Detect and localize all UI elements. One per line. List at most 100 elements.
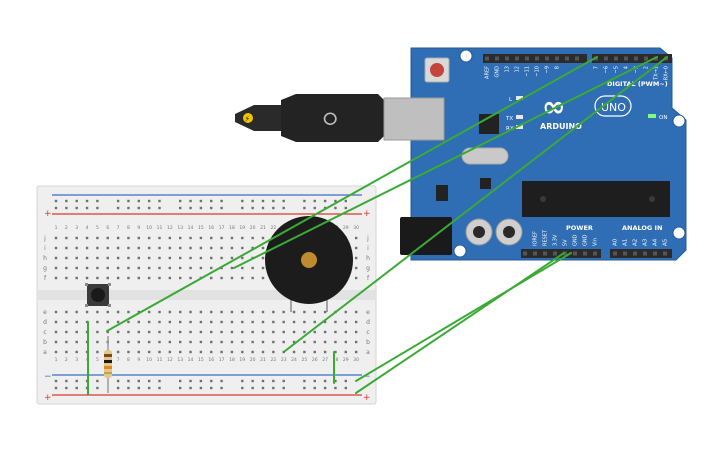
terminal-hole[interactable]	[241, 246, 244, 250]
terminal-hole[interactable]	[344, 320, 347, 324]
terminal-hole[interactable]	[179, 320, 182, 324]
rail-hole[interactable]	[303, 379, 306, 383]
header-pin[interactable]	[485, 56, 489, 61]
terminal-hole[interactable]	[116, 236, 120, 240]
rail-hole[interactable]	[127, 379, 130, 383]
terminal-hole[interactable]	[158, 276, 161, 280]
terminal-hole[interactable]	[261, 246, 265, 250]
terminal-hole[interactable]	[179, 266, 182, 270]
terminal-hole[interactable]	[168, 276, 172, 280]
terminal-hole[interactable]	[354, 350, 358, 354]
terminal-hole[interactable]	[220, 340, 223, 344]
terminal-hole[interactable]	[251, 266, 254, 270]
terminal-hole[interactable]	[96, 256, 99, 260]
terminal-hole[interactable]	[54, 320, 58, 324]
terminal-hole[interactable]	[75, 320, 78, 324]
rail-hole[interactable]	[65, 386, 68, 390]
rail-hole[interactable]	[313, 199, 316, 203]
rail-hole[interactable]	[116, 379, 120, 383]
header-pin[interactable]	[525, 56, 529, 61]
terminal-hole[interactable]	[292, 310, 296, 314]
rail-hole[interactable]	[127, 386, 130, 390]
terminal-hole[interactable]	[210, 246, 213, 250]
terminal-hole[interactable]	[334, 350, 337, 354]
header-pin[interactable]	[614, 56, 618, 61]
terminal-hole[interactable]	[137, 266, 140, 270]
rail-hole[interactable]	[210, 199, 213, 203]
wire-buzzer-to-pin3[interactable]	[233, 56, 658, 269]
rail-hole[interactable]	[313, 206, 316, 210]
terminal-hole[interactable]	[179, 350, 182, 354]
terminal-hole[interactable]	[96, 310, 99, 314]
terminal-hole[interactable]	[127, 310, 130, 314]
terminal-hole[interactable]	[292, 350, 296, 354]
header-pin[interactable]	[575, 56, 579, 61]
terminal-hole[interactable]	[65, 266, 68, 270]
terminal-hole[interactable]	[96, 266, 99, 270]
rail-hole[interactable]	[261, 199, 265, 203]
terminal-hole[interactable]	[147, 350, 151, 354]
terminal-hole[interactable]	[189, 276, 192, 280]
header-pin[interactable]	[553, 251, 557, 256]
rail-hole[interactable]	[137, 199, 140, 203]
terminal-hole[interactable]	[54, 246, 58, 250]
terminal-hole[interactable]	[54, 256, 58, 260]
terminal-hole[interactable]	[54, 266, 58, 270]
terminal-hole[interactable]	[354, 340, 358, 344]
terminal-hole[interactable]	[147, 310, 151, 314]
terminal-hole[interactable]	[168, 310, 172, 314]
terminal-hole[interactable]	[179, 276, 182, 280]
terminal-hole[interactable]	[106, 246, 109, 250]
rail-hole[interactable]	[137, 379, 140, 383]
terminal-hole[interactable]	[230, 266, 234, 270]
terminal-hole[interactable]	[344, 330, 347, 334]
terminal-hole[interactable]	[272, 350, 275, 354]
terminal-hole[interactable]	[241, 236, 244, 240]
terminal-hole[interactable]	[85, 256, 89, 260]
terminal-hole[interactable]	[179, 236, 182, 240]
terminal-hole[interactable]	[65, 310, 68, 314]
header-pin[interactable]	[604, 56, 608, 61]
header-pin[interactable]	[613, 251, 617, 256]
terminal-hole[interactable]	[230, 236, 234, 240]
header-pin[interactable]	[633, 251, 637, 256]
rail-hole[interactable]	[158, 199, 161, 203]
rail-hole[interactable]	[158, 206, 161, 210]
rail-hole[interactable]	[116, 199, 120, 203]
terminal-hole[interactable]	[116, 276, 120, 280]
terminal-hole[interactable]	[230, 256, 234, 260]
terminal-hole[interactable]	[127, 256, 130, 260]
rail-hole[interactable]	[334, 206, 337, 210]
terminal-hole[interactable]	[354, 256, 358, 260]
terminal-hole[interactable]	[116, 256, 120, 260]
header-pin[interactable]	[593, 251, 597, 256]
terminal-hole[interactable]	[106, 310, 109, 314]
terminal-hole[interactable]	[220, 310, 223, 314]
terminal-hole[interactable]	[282, 320, 285, 324]
terminal-hole[interactable]	[354, 320, 358, 324]
header-pin[interactable]	[515, 56, 519, 61]
rail-hole[interactable]	[241, 206, 244, 210]
rail-hole[interactable]	[199, 199, 203, 203]
terminal-hole[interactable]	[189, 350, 192, 354]
terminal-hole[interactable]	[220, 236, 223, 240]
rail-hole[interactable]	[75, 199, 78, 203]
terminal-hole[interactable]	[137, 350, 140, 354]
terminal-hole[interactable]	[158, 256, 161, 260]
terminal-hole[interactable]	[116, 350, 120, 354]
rail-hole[interactable]	[344, 379, 347, 383]
terminal-hole[interactable]	[210, 236, 213, 240]
rail-hole[interactable]	[96, 379, 99, 383]
header-pin[interactable]	[523, 251, 527, 256]
rail-hole[interactable]	[75, 206, 78, 210]
terminal-hole[interactable]	[85, 236, 89, 240]
terminal-hole[interactable]	[106, 276, 109, 280]
terminal-hole[interactable]	[85, 246, 89, 250]
terminal-hole[interactable]	[158, 330, 161, 334]
terminal-hole[interactable]	[65, 256, 68, 260]
terminal-hole[interactable]	[282, 310, 285, 314]
rail-hole[interactable]	[241, 199, 244, 203]
rail-hole[interactable]	[220, 206, 223, 210]
terminal-hole[interactable]	[261, 236, 265, 240]
rail-hole[interactable]	[210, 379, 213, 383]
